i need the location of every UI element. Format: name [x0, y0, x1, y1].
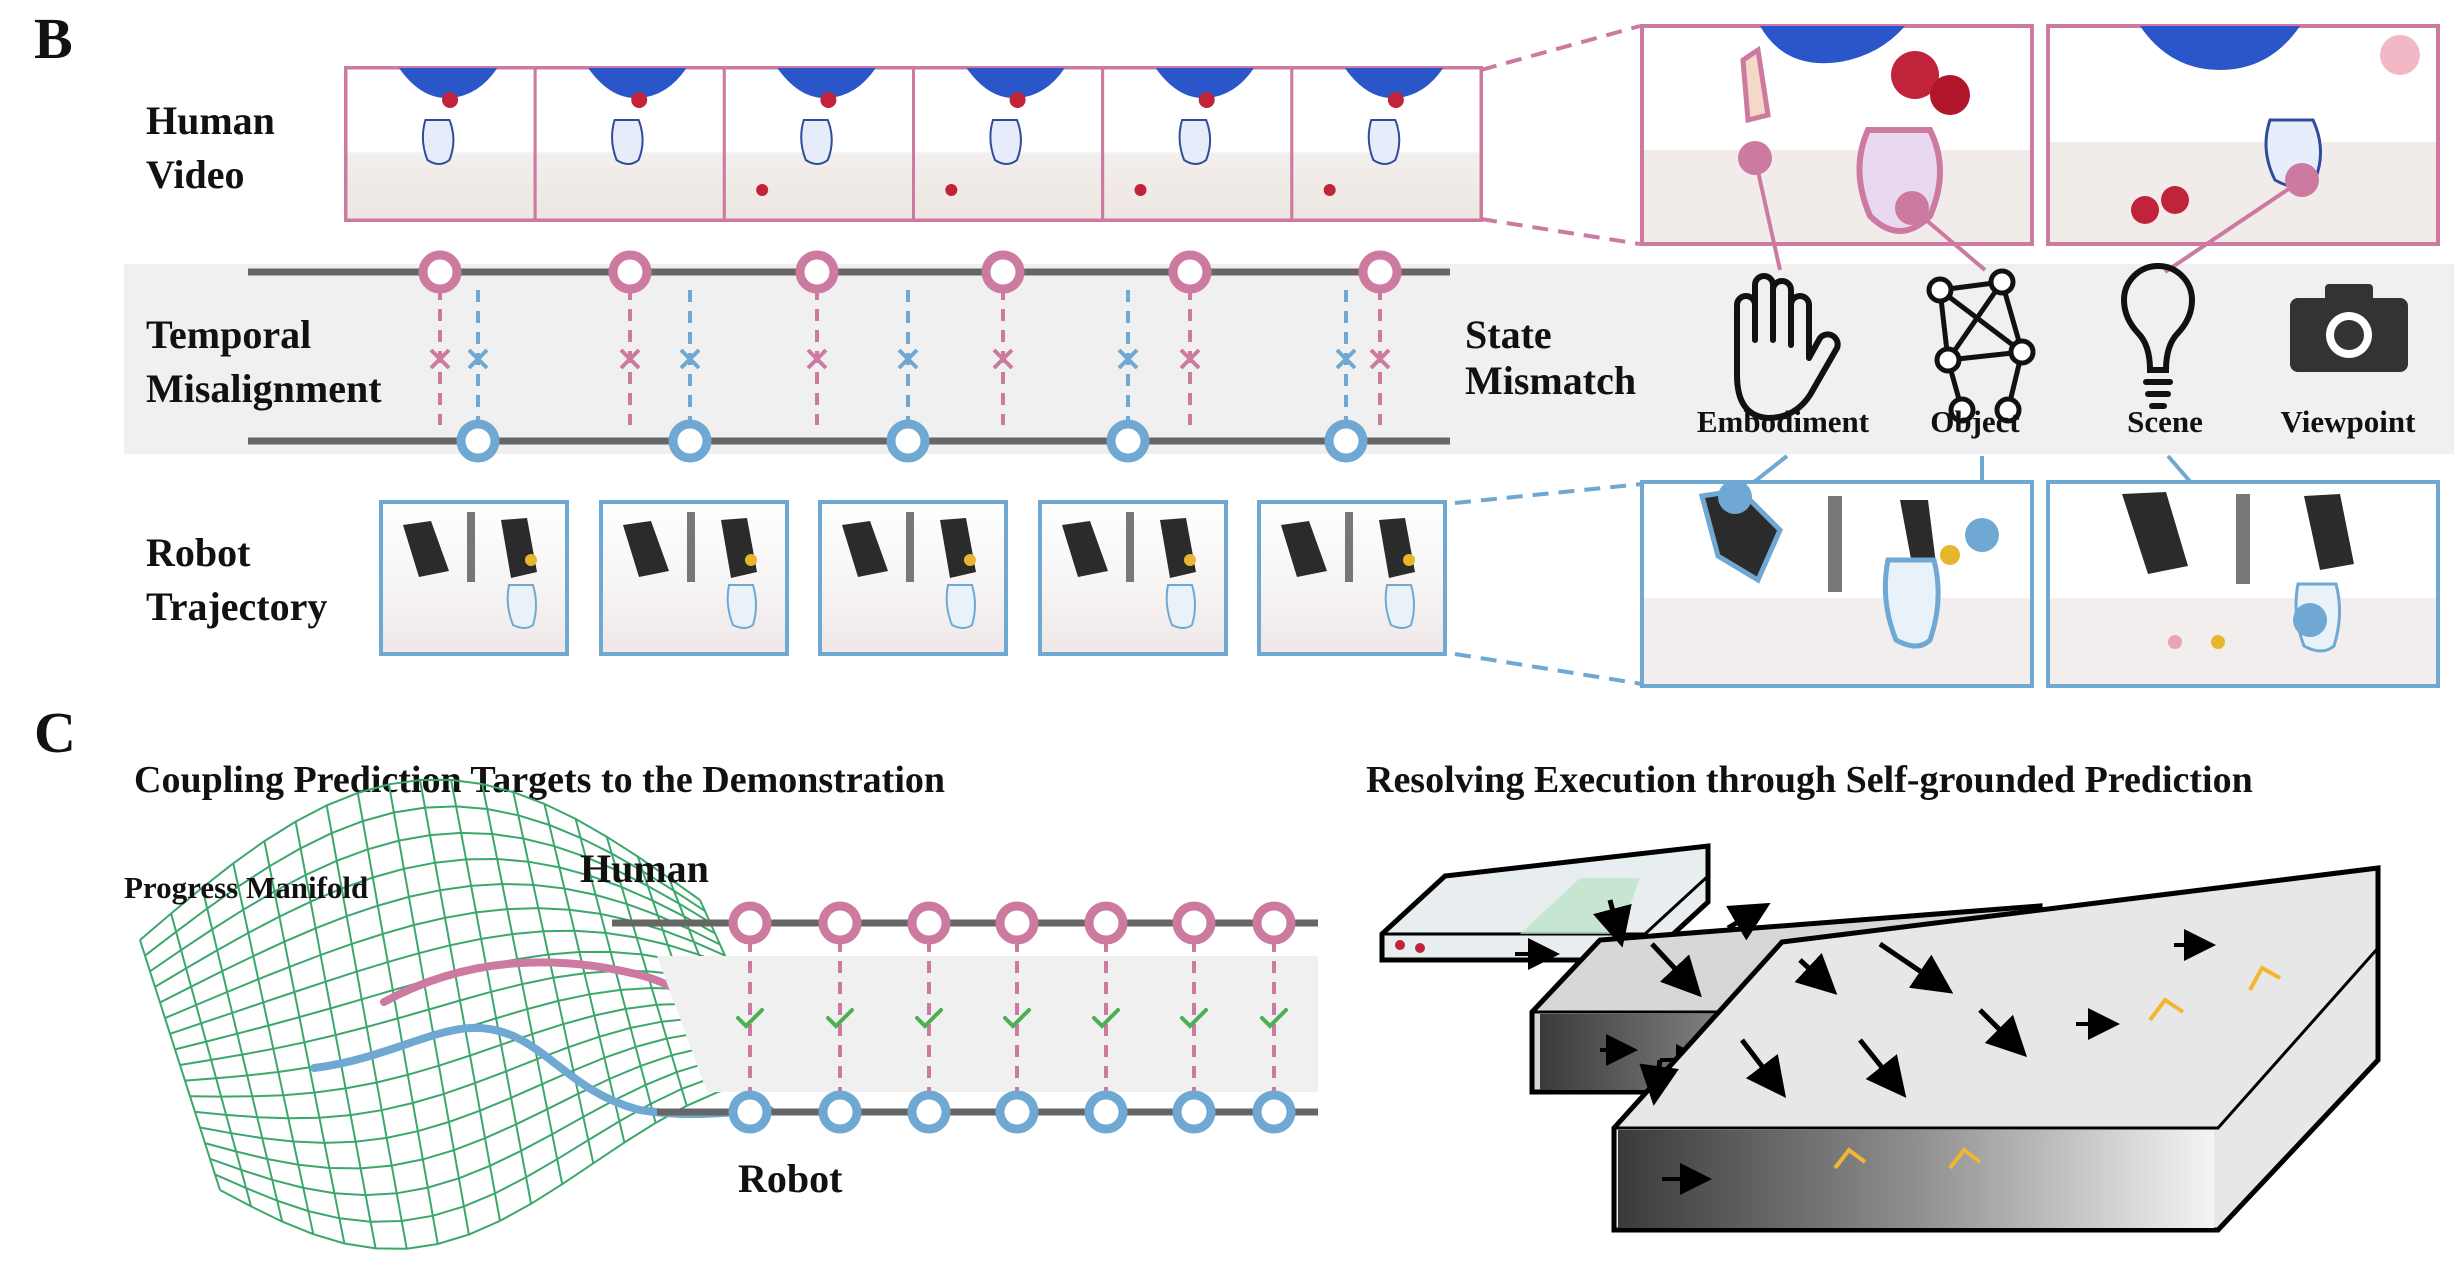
robot-label: Robot	[738, 1156, 843, 1201]
human-frame	[1290, 66, 1483, 222]
mismatch-cross	[619, 348, 641, 370]
mismatch-cross	[467, 348, 489, 370]
category-viewpoint: Viewpoint	[2281, 404, 2417, 439]
human-zoom-connector-bottom	[1480, 217, 1641, 246]
human-keyframe-node	[1358, 250, 1402, 294]
robot-keyframe-node	[995, 1090, 1039, 1134]
human-frame	[722, 66, 915, 222]
prediction-flow-arrows	[1593, 899, 2028, 1106]
mismatch-cross	[679, 348, 701, 370]
robot-keyframe-node	[728, 1090, 772, 1134]
coupled-timeline	[612, 901, 1318, 1134]
camera-icon	[2290, 284, 2408, 372]
mismatch-cross	[1179, 348, 1201, 370]
panel-c-letter: C	[34, 700, 76, 765]
object-human-link	[1910, 206, 1987, 272]
robot-keyframe-node	[1084, 1090, 1128, 1134]
human-zoom-connector-top	[1480, 24, 1641, 72]
embodiment-human-link	[1753, 157, 1782, 271]
human-video-strip	[344, 66, 1483, 222]
human-keyframe-node	[1168, 250, 1212, 294]
robot-frame	[599, 500, 789, 656]
robot-keyframe-node	[818, 1090, 862, 1134]
category-scene: Scene	[2127, 404, 2203, 439]
human-keyframe-node	[1172, 901, 1216, 945]
human-frame	[344, 66, 537, 222]
robot-zoom-connector-top	[1454, 482, 1643, 505]
robot-zoom-embodiment-object	[1640, 480, 2034, 688]
aligned-check-icon	[826, 1008, 854, 1029]
graph-icon	[1926, 268, 2036, 424]
state-mismatch-label: State Mismatch	[1465, 312, 1636, 403]
temporal-misalignment-label: Temporal Misalignment	[146, 312, 382, 411]
mismatch-cross	[429, 348, 451, 370]
human-zoom-scene	[2046, 24, 2440, 246]
mismatch-cross	[897, 348, 919, 370]
robot-keyframe-node	[886, 419, 930, 463]
human-video-label: Human Video	[146, 98, 285, 197]
robot-trajectory-label: Robot Trajectory	[146, 530, 327, 629]
panel-b-letter: B	[34, 6, 73, 71]
robot-keyframe-node	[668, 419, 712, 463]
human-keyframe-node	[608, 250, 652, 294]
robot-keyframe-node	[1106, 419, 1150, 463]
left-title: Coupling Prediction Targets to the Demon…	[134, 759, 945, 801]
human-label: Human	[580, 846, 709, 891]
aligned-check-icon	[1260, 1008, 1288, 1029]
mismatch-cross	[1117, 348, 1139, 370]
hand-icon	[1734, 273, 1841, 421]
robot-keyframe-node	[1252, 1090, 1296, 1134]
robot-zoom-scene	[2046, 480, 2440, 688]
human-keyframe-node	[981, 250, 1025, 294]
robot-frame	[818, 500, 1008, 656]
robot-keyframe-node	[456, 419, 500, 463]
robot-frame	[1038, 500, 1228, 656]
aligned-check-icon	[736, 1008, 764, 1029]
coupling-band	[657, 956, 1318, 1092]
mismatch-cross	[1335, 348, 1357, 370]
human-frame	[533, 66, 726, 222]
lightbulb-icon	[2120, 263, 2196, 409]
human-frame	[1101, 66, 1294, 222]
human-frame	[912, 66, 1105, 222]
human-keyframe-node	[995, 901, 1039, 945]
right-title: Resolving Execution through Self-grounde…	[1366, 759, 2253, 801]
human-keyframe-node	[728, 901, 772, 945]
mismatch-cross	[1369, 348, 1391, 370]
robot-trajectory-strip	[379, 500, 1447, 656]
human-keyframe-node	[418, 250, 462, 294]
robot-keyframe-node	[1324, 419, 1368, 463]
category-object: Object	[1930, 404, 2020, 439]
aligned-check-icon	[1180, 1008, 1208, 1029]
robot-keyframe-node	[907, 1090, 951, 1134]
human-keyframe-node	[795, 250, 839, 294]
robot-frame	[379, 500, 569, 656]
human-keyframe-node	[818, 901, 862, 945]
category-embodiment: Embodiment	[1697, 404, 1870, 439]
state-band	[124, 264, 2454, 454]
progress-manifold-label: Progress Manifold	[124, 870, 368, 905]
mismatch-cross	[992, 348, 1014, 370]
scene-human-link	[2163, 178, 2304, 274]
human-keyframe-node	[1084, 901, 1128, 945]
aligned-check-icon	[915, 1008, 943, 1029]
mismatch-cross	[806, 348, 828, 370]
robot-zoom-connector-bottom	[1454, 652, 1643, 686]
aligned-check-icon	[1003, 1008, 1031, 1029]
robot-frame	[1257, 500, 1447, 656]
temporal-misalignment-timeline	[248, 250, 1450, 463]
aligned-check-icon	[1092, 1008, 1120, 1029]
human-zoom-embodiment-object	[1640, 24, 2034, 246]
human-keyframe-node	[1252, 901, 1296, 945]
prediction-stage-3	[1611, 865, 2381, 1233]
human-keyframe-node	[907, 901, 951, 945]
robot-keyframe-node	[1172, 1090, 1216, 1134]
